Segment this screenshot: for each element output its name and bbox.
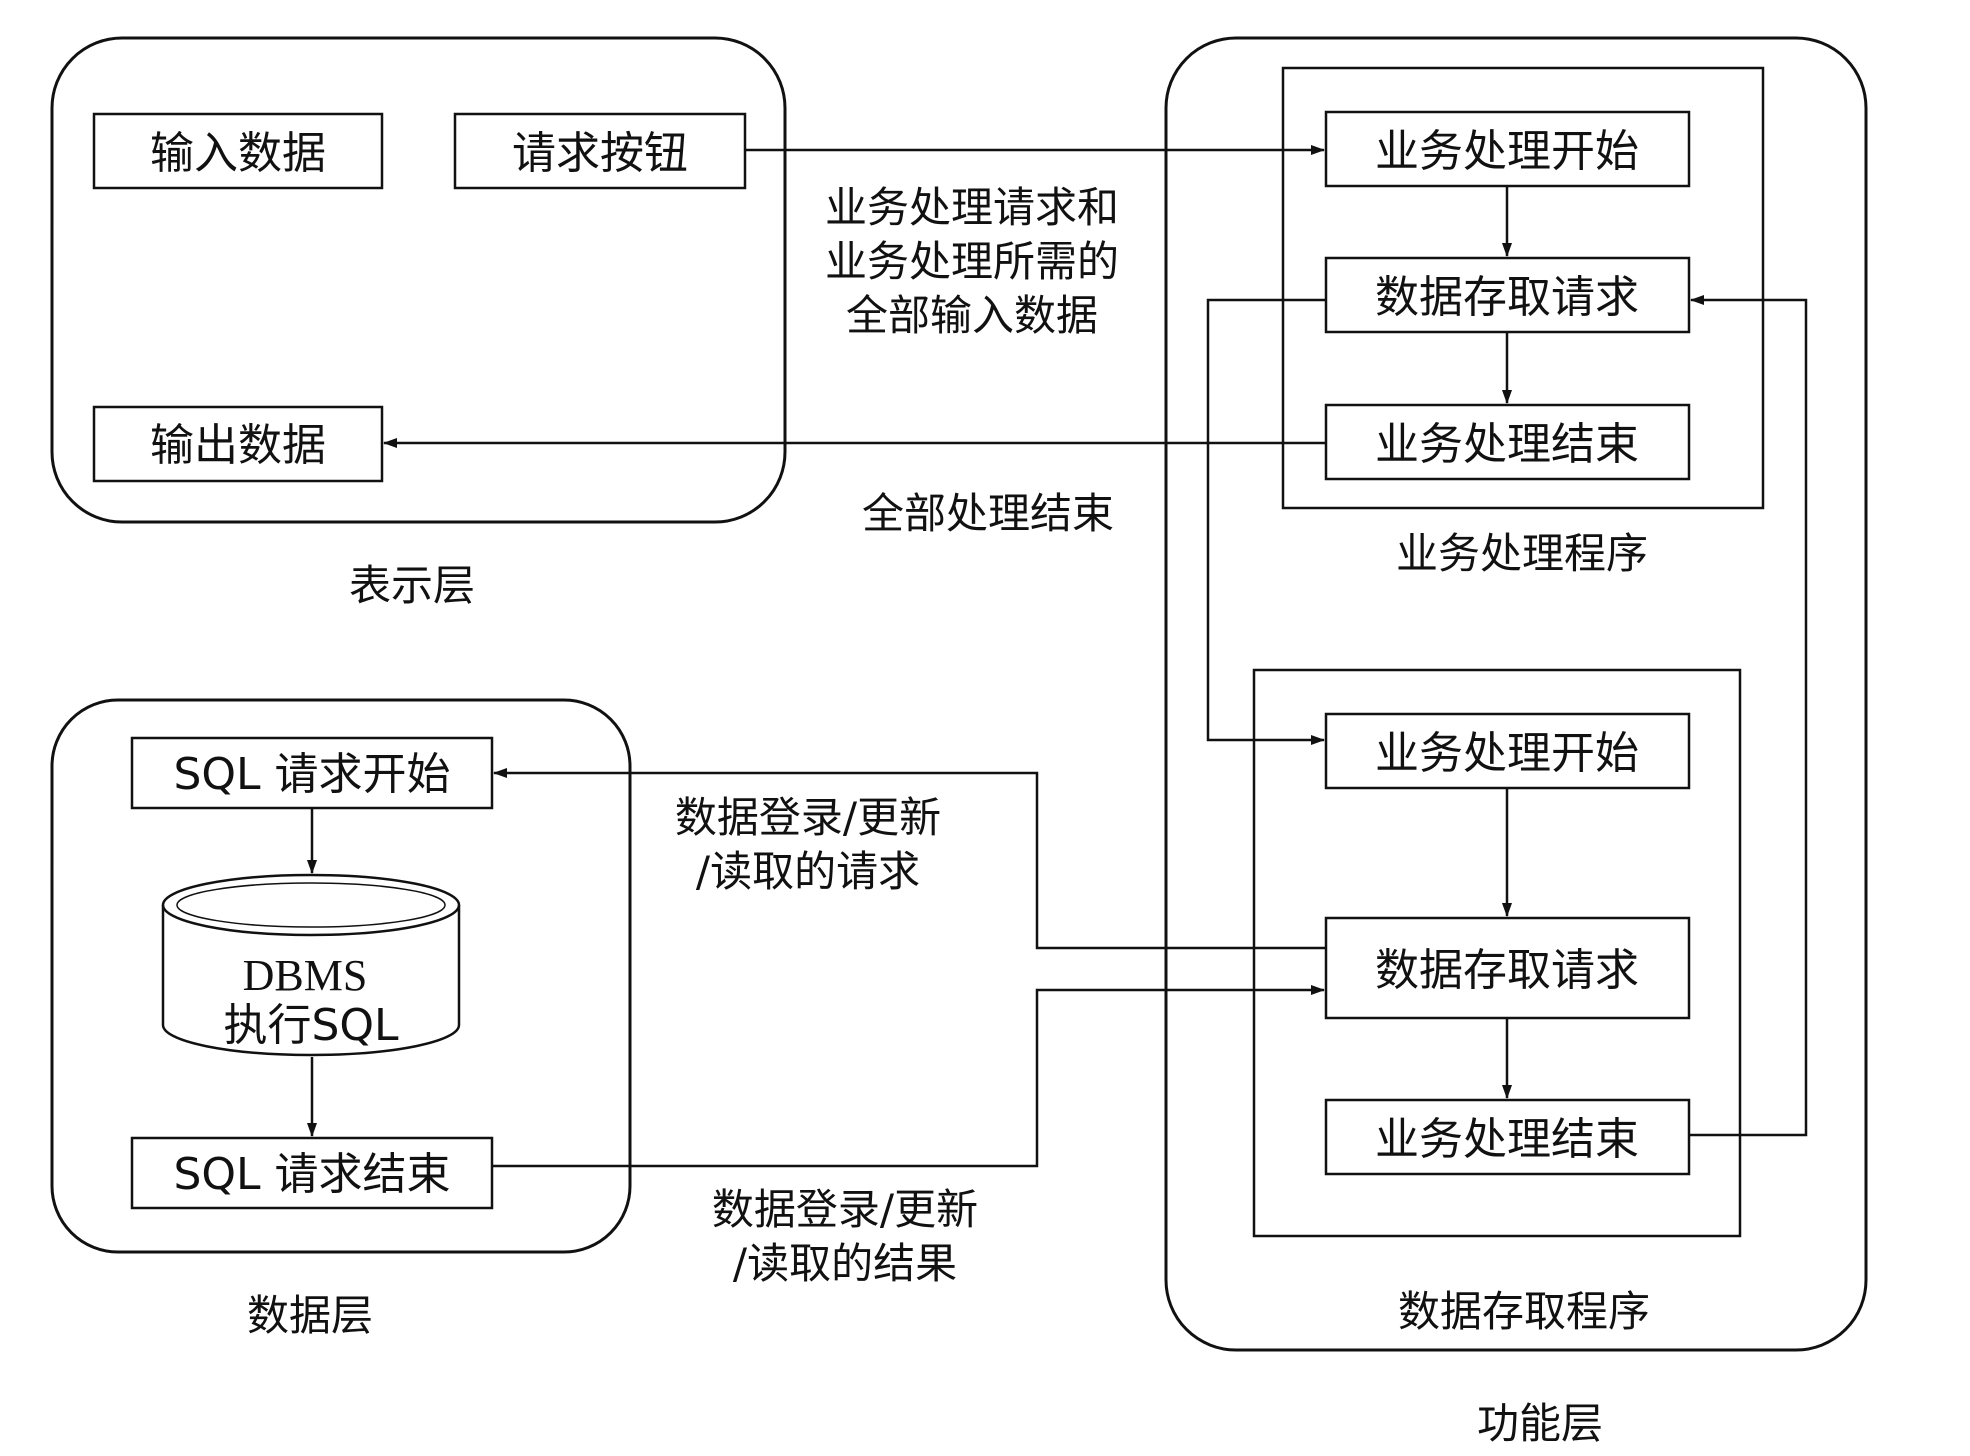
db-request-label: 数据登录/更新 /读取的请求 — [675, 793, 941, 896]
request-button-box: 请求按钮 — [453, 112, 747, 190]
request-flow-label: 业务处理请求和 业务处理所需的 全部输入数据 — [825, 183, 1119, 340]
function-layer-frame — [1164, 36, 1868, 1352]
request-flow-line2: 业务处理所需的 — [825, 237, 1119, 286]
sql-end-label: SQL 请求结束 — [173, 1149, 450, 1200]
output-data-label: 输出数据 — [150, 420, 326, 471]
sql-start-box: SQL 请求开始 — [130, 736, 494, 810]
access-data-request-box: 数据存取请求 — [1324, 916, 1691, 1020]
access-data-request-label: 数据存取请求 — [1375, 945, 1639, 996]
request-flow-line3: 全部输入数据 — [846, 291, 1098, 340]
all-done-label: 全部处理结束 — [862, 489, 1114, 538]
access-start-label: 业务处理开始 — [1375, 728, 1639, 779]
dbms-exec-label: 执行SQL — [223, 1000, 399, 1051]
request-button-label: 请求按钮 — [512, 128, 688, 179]
db-result-line1: 数据登录/更新 — [712, 1185, 978, 1234]
db-result-label: 数据登录/更新 /读取的结果 — [712, 1185, 978, 1288]
presentation-layer-frame — [50, 36, 787, 524]
sql-end-box: SQL 请求结束 — [130, 1136, 494, 1210]
arrow-sql-end-to-access-request — [492, 985, 1325, 1168]
business-end-box: 业务处理结束 — [1324, 403, 1691, 481]
business-program-caption: 业务处理程序 — [1396, 529, 1648, 578]
data-access-program-frame — [1252, 668, 1742, 1238]
arrow-business-request-to-access-start — [1206, 298, 1326, 745]
presentation-layer-caption: 表示层 — [349, 561, 475, 610]
input-data-label: 输入数据 — [150, 128, 326, 179]
function-layer-caption: 功能层 — [1477, 1399, 1603, 1448]
data-layer-frame — [50, 698, 632, 1254]
arrow-access-request-to-sql-start — [493, 768, 1326, 950]
dbms-cylinder: DBMS 执行SQL — [161, 873, 461, 1057]
db-request-line1: 数据登录/更新 — [675, 793, 941, 842]
business-program-frame — [1281, 66, 1765, 510]
business-data-request-label: 数据存取请求 — [1375, 272, 1639, 323]
business-start-box: 业务处理开始 — [1324, 110, 1691, 188]
data-access-program-caption: 数据存取程序 — [1398, 1287, 1650, 1336]
dbms-label: DBMS — [243, 951, 368, 1000]
input-data-box: 输入数据 — [92, 112, 384, 190]
db-request-line2: /读取的请求 — [696, 847, 920, 896]
arrow-access-end-to-business-request — [1689, 295, 1808, 1137]
db-result-line2: /读取的结果 — [733, 1239, 957, 1288]
business-end-label: 业务处理结束 — [1375, 419, 1639, 470]
data-layer-caption: 数据层 — [247, 1291, 373, 1340]
access-end-box: 业务处理结束 — [1324, 1098, 1691, 1176]
access-start-box: 业务处理开始 — [1324, 712, 1691, 790]
output-data-box: 输出数据 — [92, 405, 384, 483]
business-data-request-box: 数据存取请求 — [1324, 256, 1691, 334]
business-start-label: 业务处理开始 — [1375, 126, 1639, 177]
request-flow-line1: 业务处理请求和 — [825, 183, 1119, 232]
sql-start-label: SQL 请求开始 — [173, 749, 450, 800]
access-end-label: 业务处理结束 — [1375, 1114, 1639, 1165]
